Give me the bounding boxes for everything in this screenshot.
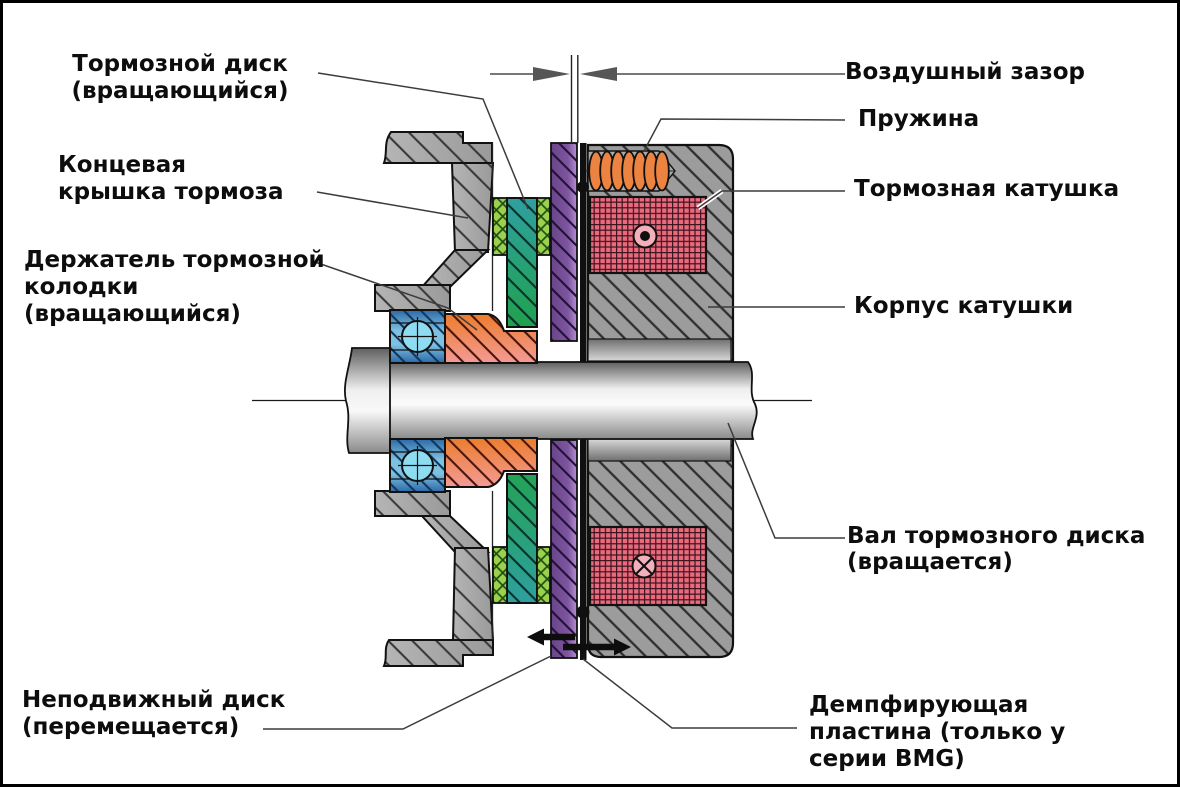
housing-bore-lower xyxy=(587,438,732,462)
air-gap-lines xyxy=(570,55,579,143)
label-damping-plate: Демпфирующая пластина (только у серии BM… xyxy=(809,692,1066,772)
label-brake-disc: Тормозной диск (вращающийся) xyxy=(71,51,289,104)
leader-pad-holder xyxy=(314,261,478,331)
label-shaft: Вал тормозного диска (вращается) xyxy=(847,523,1146,575)
label-end-cover: Концевая крышка тормоза xyxy=(58,152,284,205)
label-brake-coil: Тормозная катушка xyxy=(854,176,1120,202)
label-coil-housing: Корпус катушки xyxy=(854,293,1074,319)
pad-holder-hub xyxy=(444,313,538,488)
spring-coil xyxy=(588,150,670,192)
label-spring: Пружина xyxy=(858,106,980,132)
brake-coil-lower xyxy=(588,525,708,607)
leader-spring xyxy=(643,118,846,152)
stationary-disc xyxy=(550,142,578,659)
label-fixed-disc: Неподвижный диск (перемещается) xyxy=(22,687,286,740)
leader-end-cover xyxy=(316,191,469,219)
leader-brake-disc xyxy=(317,72,529,210)
label-air-gap: Воздушный зазор xyxy=(845,59,1086,85)
leader-damping-plate xyxy=(582,658,797,729)
brake-pads xyxy=(492,197,551,604)
brake-disc xyxy=(506,197,538,604)
shaft xyxy=(344,347,758,454)
leader-lines xyxy=(263,72,846,730)
housing-bore-upper xyxy=(587,338,732,362)
bearing-lower xyxy=(389,438,446,493)
label-pad-holder: Держатель тормозной колодки (вращающийся… xyxy=(24,247,325,327)
leader-fixed-disc xyxy=(263,655,552,730)
movement-arrows xyxy=(527,628,631,656)
bearing-upper xyxy=(389,309,446,364)
leader-shaft xyxy=(727,422,845,539)
air-gap-dimension xyxy=(490,67,845,81)
brake-coil-upper xyxy=(588,195,708,275)
end-cover xyxy=(374,131,495,667)
